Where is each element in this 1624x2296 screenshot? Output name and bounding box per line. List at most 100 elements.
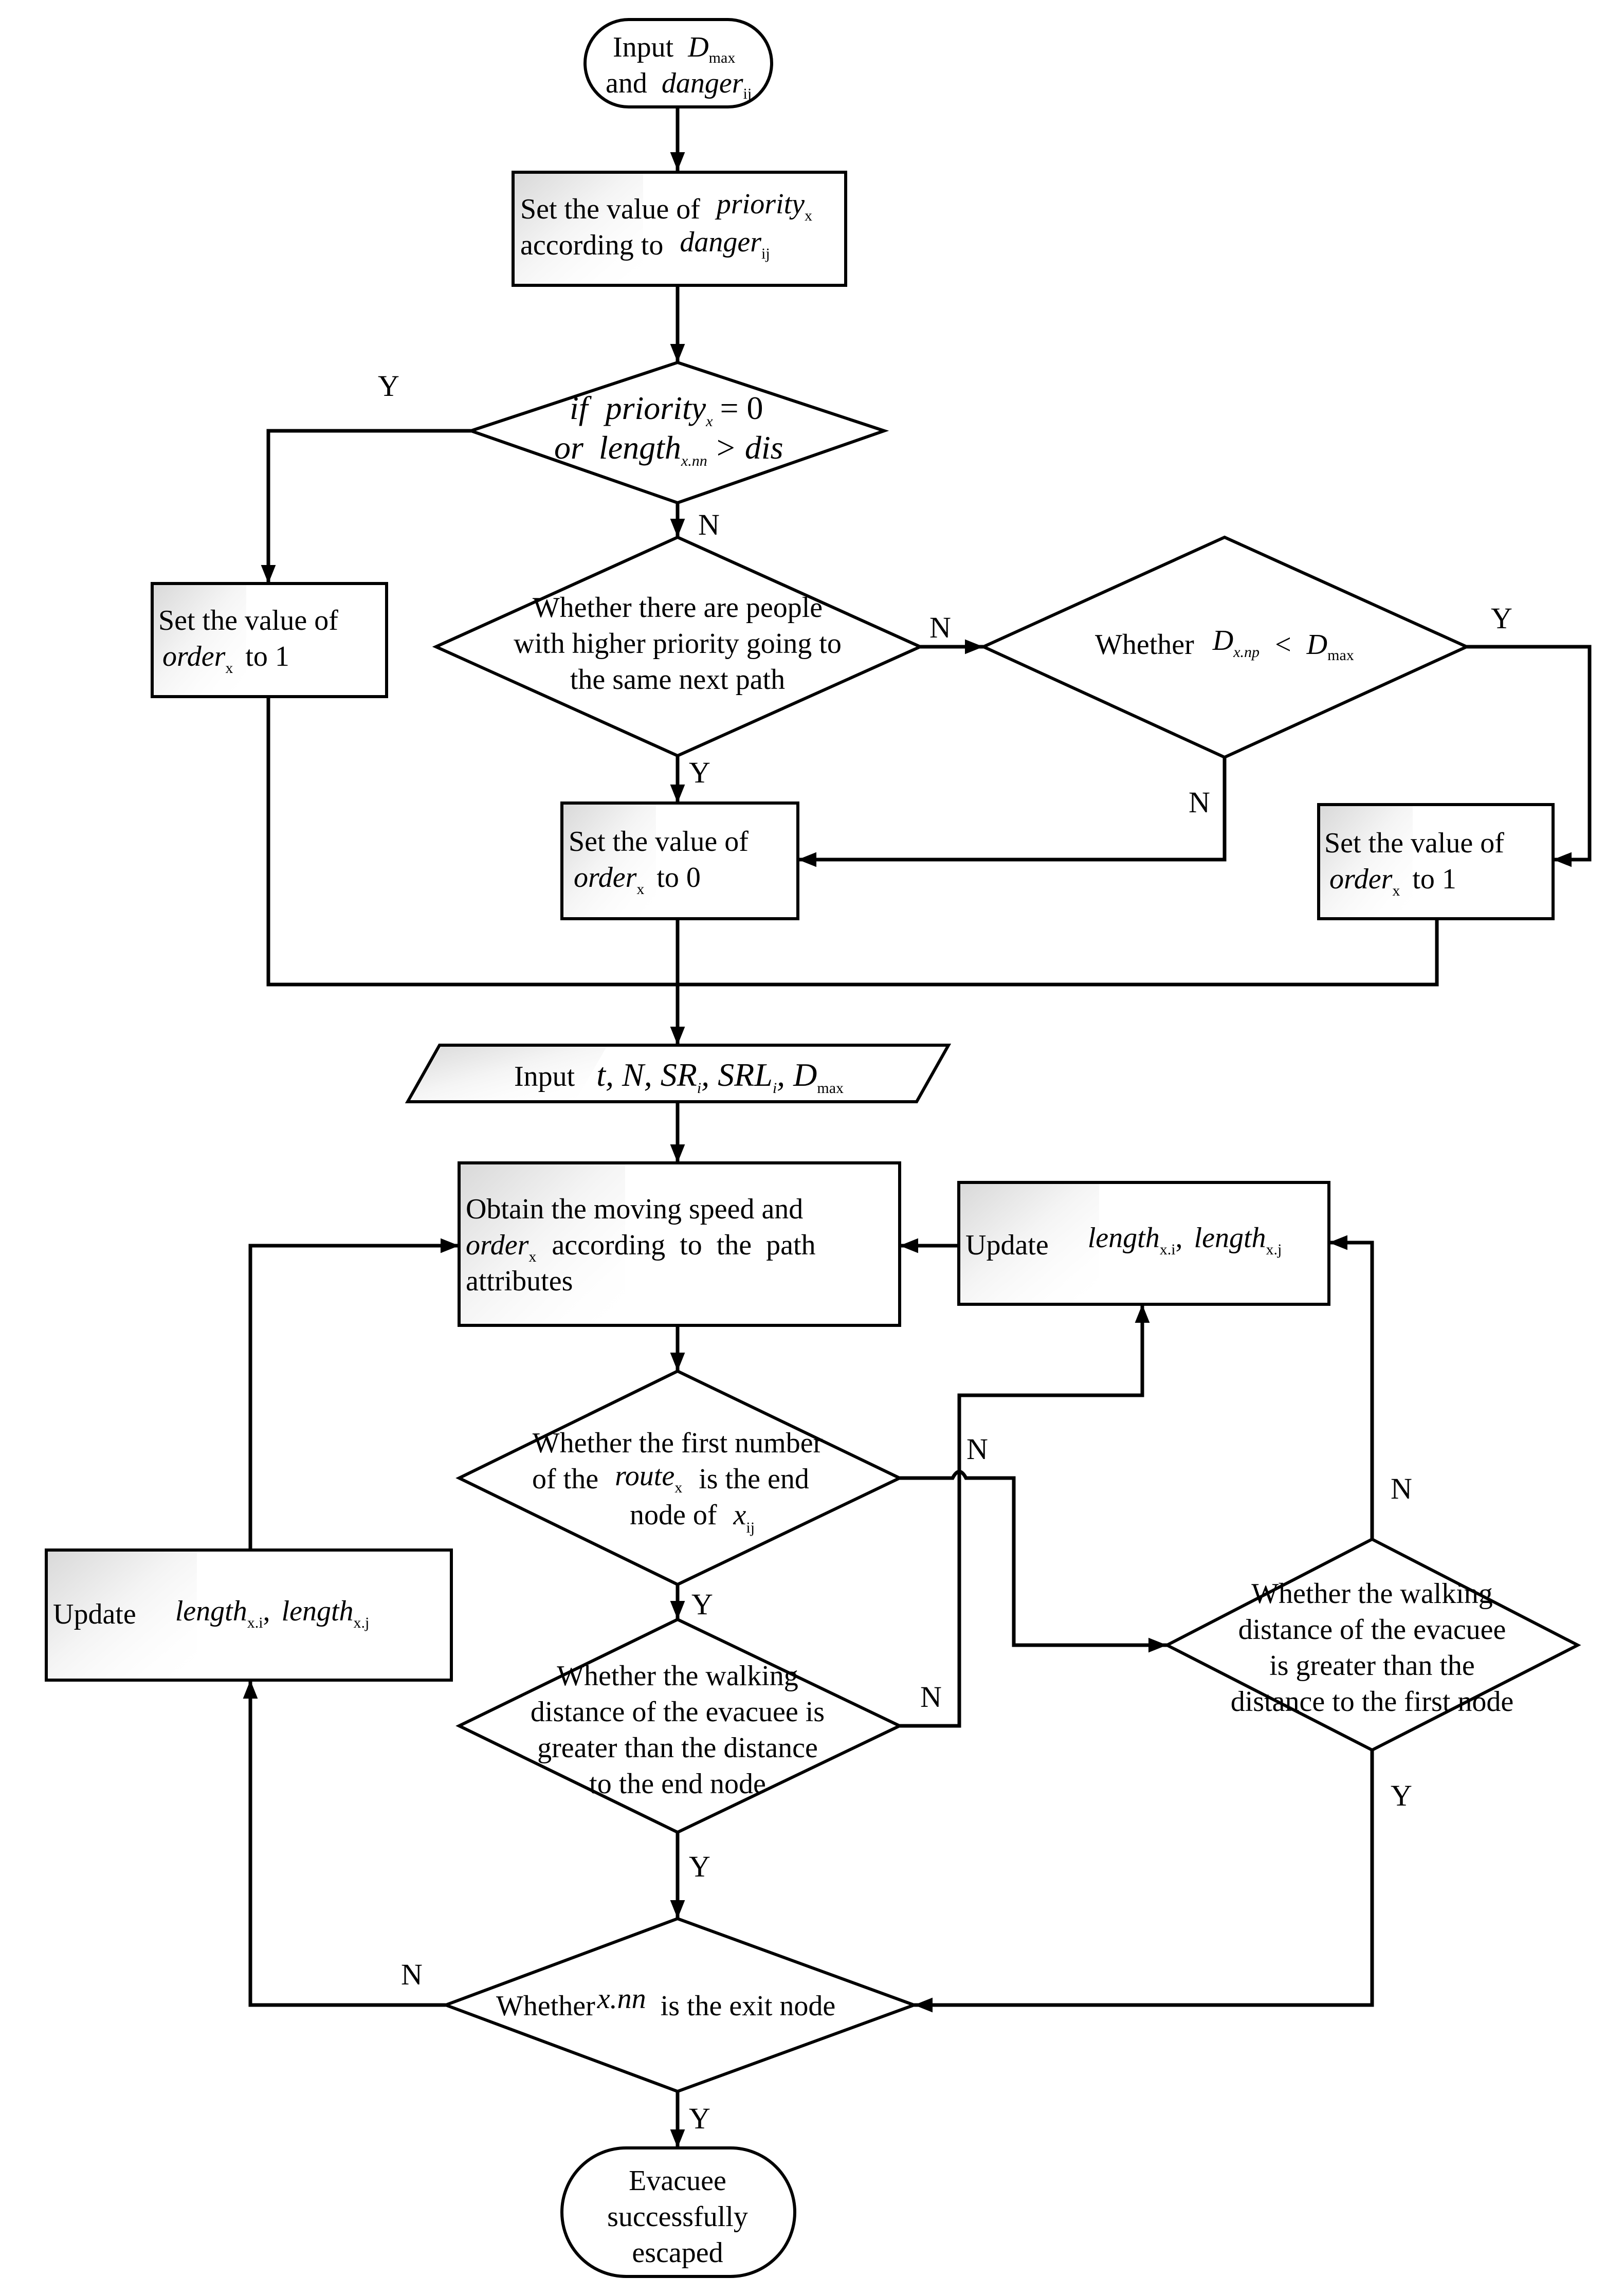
- update-right-sep: ,: [1176, 1222, 1183, 1254]
- input-params-vars2: , SRL: [701, 1056, 773, 1093]
- update-left-process: Update lengthx.i, lengthx.j: [45, 1548, 453, 1682]
- cond-dnp-var1-sub: x.np: [1233, 644, 1260, 661]
- set-order1-right-var: order: [1329, 863, 1393, 895]
- set-priority-process: Set the value of priorityx according to …: [512, 171, 847, 287]
- cond-exit-decision: Whetherx.nn is the exit node: [441, 1917, 919, 2093]
- set-order1-right-line1: Set the value of: [1324, 827, 1504, 859]
- edge-exit-no: [243, 1680, 446, 2007]
- set-priority-line2: according to: [520, 229, 663, 261]
- set-priority-danger-var: danger: [680, 226, 761, 258]
- edges: [243, 107, 1592, 2148]
- svg-text:orderx to 0: orderx to 0: [574, 862, 701, 901]
- input-params-vars3: , D: [777, 1056, 817, 1093]
- cond-higher-line1: Whether there are people: [533, 592, 823, 624]
- edge-cond-priority-yes: [261, 429, 471, 584]
- cond-higher-line3: the same next path: [570, 664, 785, 696]
- update-right-process: Update lengthx.i, lengthx.j: [957, 1181, 1330, 1306]
- cond-priority-decision: if priorityx= 0 or lengthx.nn> dis: [466, 360, 889, 505]
- set-priority-danger-sub: ij: [761, 245, 770, 262]
- cond-dnp-text: Whether: [1095, 629, 1194, 661]
- update-left-v2-sub: x.j: [354, 1614, 370, 1631]
- set-order0-process: Set the value of orderx to 0: [560, 801, 799, 920]
- svg-text:orderx to 1: orderx to 1: [162, 641, 289, 680]
- cond-walk-first-line2: distance of the evacuee: [1238, 1614, 1506, 1646]
- start-terminator: Input Dmax and dangerij: [583, 18, 773, 108]
- start-and-label: and: [606, 67, 647, 99]
- label-exit-yes: Y: [689, 2102, 710, 2135]
- label-walk-first-no: N: [1391, 1472, 1412, 1505]
- set-order1-left-var: order: [162, 641, 226, 672]
- cond-priority-or: or: [554, 429, 584, 466]
- cond-dnp-var1: D: [1212, 625, 1233, 657]
- cond-dnp-decision: Whether Dx.np < Dmax: [979, 535, 1471, 759]
- set-order1-right-process: Set the value of orderx to 1: [1317, 803, 1555, 920]
- label-first-yes: Y: [691, 1588, 713, 1621]
- cond-walk-first-line4: distance to the first node: [1231, 1686, 1514, 1718]
- set-order0-line1: Set the value of: [569, 826, 749, 858]
- edge-cond-dnp-no: [798, 757, 1227, 867]
- cond-dnp-var2: D: [1306, 629, 1327, 661]
- edge-cond-first-no: [900, 1470, 1167, 1653]
- update-left-text: Update: [53, 1598, 136, 1630]
- cond-priority-length-sub: x.nn: [681, 452, 707, 469]
- cond-first-x-var: x: [733, 1499, 746, 1531]
- input-params-vars2-sub: i: [773, 1080, 777, 1097]
- svg-text:Set the value of priorit: Set the value of priorityx: [520, 188, 812, 225]
- cond-priority-length-var: length: [599, 429, 681, 466]
- svg-text:Whetherx.nn is the exit: Whetherx.nn is the exit node: [496, 1983, 835, 2022]
- input-params-text: Input: [514, 1061, 575, 1092]
- label-priority-yes: Y: [378, 369, 399, 403]
- set-order0-tail: to 0: [656, 862, 701, 894]
- svg-text:orderx according to th: orderx according to the path: [466, 1229, 816, 1268]
- cond-priority-var: priority: [604, 390, 706, 426]
- update-right-text: Update: [965, 1229, 1049, 1261]
- svg-text:of the routex is t: of the routex is the end: [532, 1460, 809, 1499]
- cond-dnp-op: <: [1275, 629, 1291, 661]
- update-left-v1: length: [175, 1595, 247, 1627]
- svg-text:orderx to 1: orderx to 1: [1329, 863, 1456, 902]
- edge-labels: Y N N Y Y N N Y N Y N Y N Y: [378, 369, 1512, 2135]
- set-order1-right-tail: to 1: [1412, 863, 1456, 895]
- set-order1-left-line1: Set the value of: [158, 605, 338, 636]
- label-walk-end-yes: Y: [689, 1850, 710, 1883]
- update-right-v1-sub: x.i: [1160, 1241, 1176, 1258]
- start-dmax-sub: max: [709, 49, 736, 66]
- set-order1-right-sub: x: [1392, 882, 1400, 899]
- cond-first-route-sub: x: [674, 1479, 682, 1496]
- label-first-no: N: [966, 1432, 988, 1466]
- obtain-speed-line3: attributes: [466, 1265, 573, 1297]
- svg-text:node of xij: node of xij: [630, 1499, 755, 1536]
- update-left-sep: ,: [263, 1595, 270, 1627]
- cond-walk-first-line3: is greater than the: [1269, 1650, 1475, 1682]
- input-params-parallelogram: Input t, N, SRi, SRLi, Dmax: [405, 1044, 952, 1103]
- cond-exit-pre: Whether: [496, 1990, 595, 2022]
- cond-priority-sub: x: [705, 413, 713, 430]
- start-input-label: Input: [613, 31, 674, 63]
- svg-text:and dangerij: and dangerij: [606, 67, 752, 102]
- cond-exit-tail: is the exit node: [661, 1990, 836, 2022]
- svg-text:Whether Dx.np <: Whether Dx.np < Dmax: [1095, 625, 1354, 664]
- cond-walk-end-line1: Whether the walking: [557, 1660, 798, 1692]
- cond-first-line2-pre: of the: [532, 1463, 598, 1495]
- cond-walk-first-line1: Whether the walking: [1251, 1578, 1493, 1610]
- end-terminator: Evacuee successfully escaped: [560, 2146, 796, 2278]
- edge-walk-end-no: [900, 1304, 1150, 1728]
- label-exit-no: N: [401, 1958, 423, 1991]
- label-higher-yes: Y: [689, 756, 710, 789]
- cond-priority-if: if: [570, 390, 592, 426]
- start-danger-var: danger: [662, 67, 743, 99]
- svg-text:Update lengthx.i,: Update lengthx.i, lengthx.j: [965, 1222, 1282, 1261]
- set-order0-var: order: [574, 862, 637, 894]
- obtain-speed-process: Obtain the moving speed and orderx accor…: [458, 1161, 901, 1327]
- cond-walk-end-line2: distance of the evacuee is: [531, 1696, 825, 1728]
- edge-merge-line: [266, 697, 1439, 987]
- svg-text:or lengthx.nn> dis: or lengthx.nn> dis: [554, 429, 783, 469]
- update-right-v2: length: [1194, 1222, 1266, 1254]
- obtain-speed-var: order: [466, 1229, 529, 1261]
- label-dnp-no: N: [1189, 786, 1210, 819]
- label-dnp-yes: Y: [1491, 602, 1512, 635]
- update-left-v2: length: [282, 1595, 354, 1627]
- obtain-speed-sub: x: [528, 1248, 536, 1265]
- label-higher-no: N: [929, 611, 951, 644]
- end-line2: successfully: [607, 2201, 748, 2233]
